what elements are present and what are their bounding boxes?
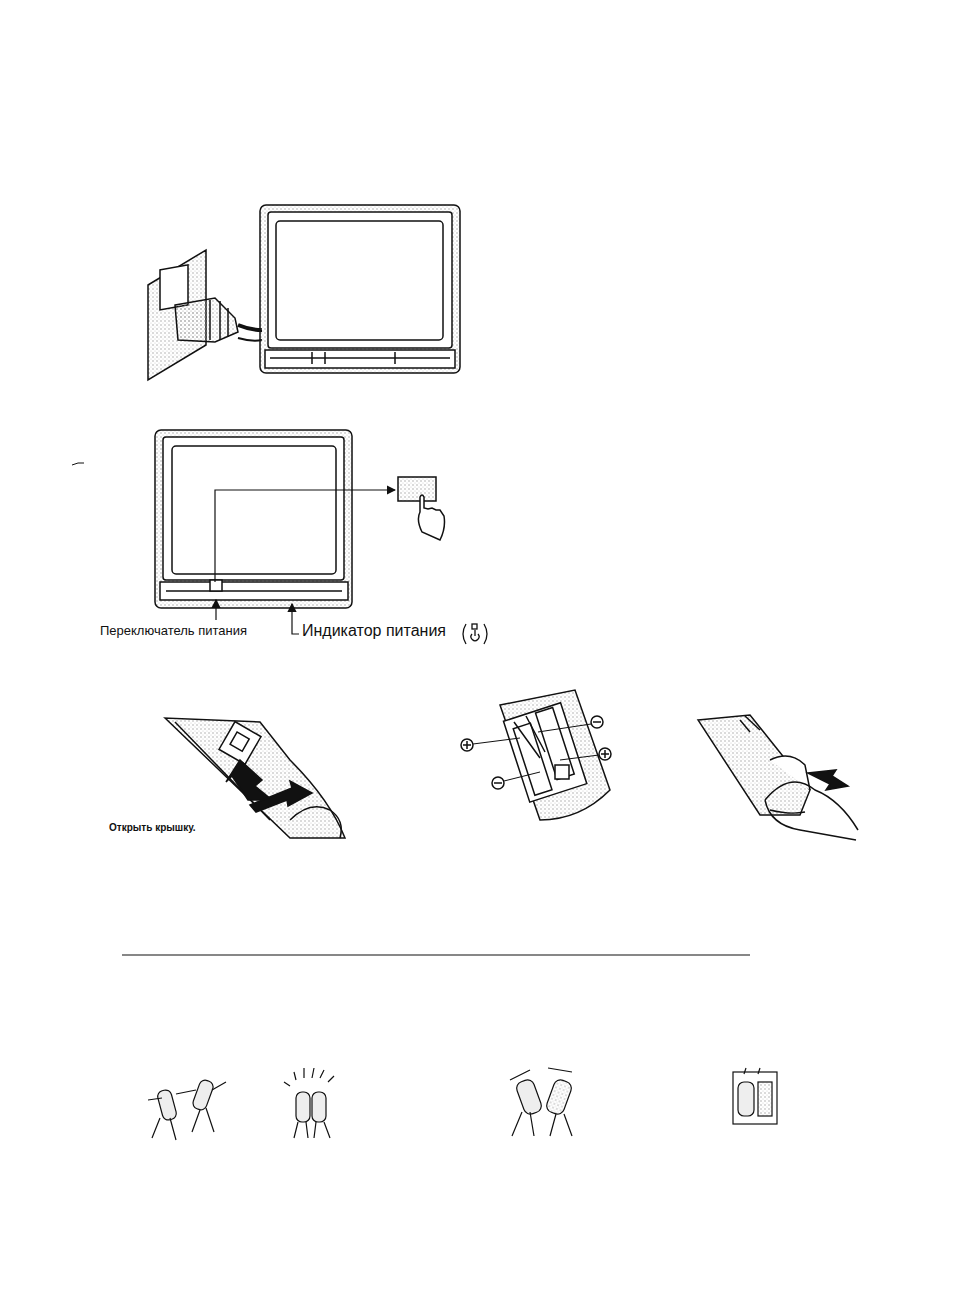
- tv-power-switch: [72, 430, 445, 634]
- battery-cartoons: [148, 1068, 777, 1140]
- separator-line: [122, 954, 750, 955]
- power-indicator-symbol: [463, 624, 487, 644]
- remote-open-cover: [165, 718, 345, 838]
- remote-close-cover: [698, 715, 858, 840]
- part-label: Индикатор питания: [302, 622, 446, 640]
- remote-batteries: [461, 690, 611, 820]
- tv-with-plug: [148, 205, 460, 380]
- caption-note: Открыть крышку.: [109, 822, 196, 834]
- part-label: Переключатель питания: [100, 624, 247, 639]
